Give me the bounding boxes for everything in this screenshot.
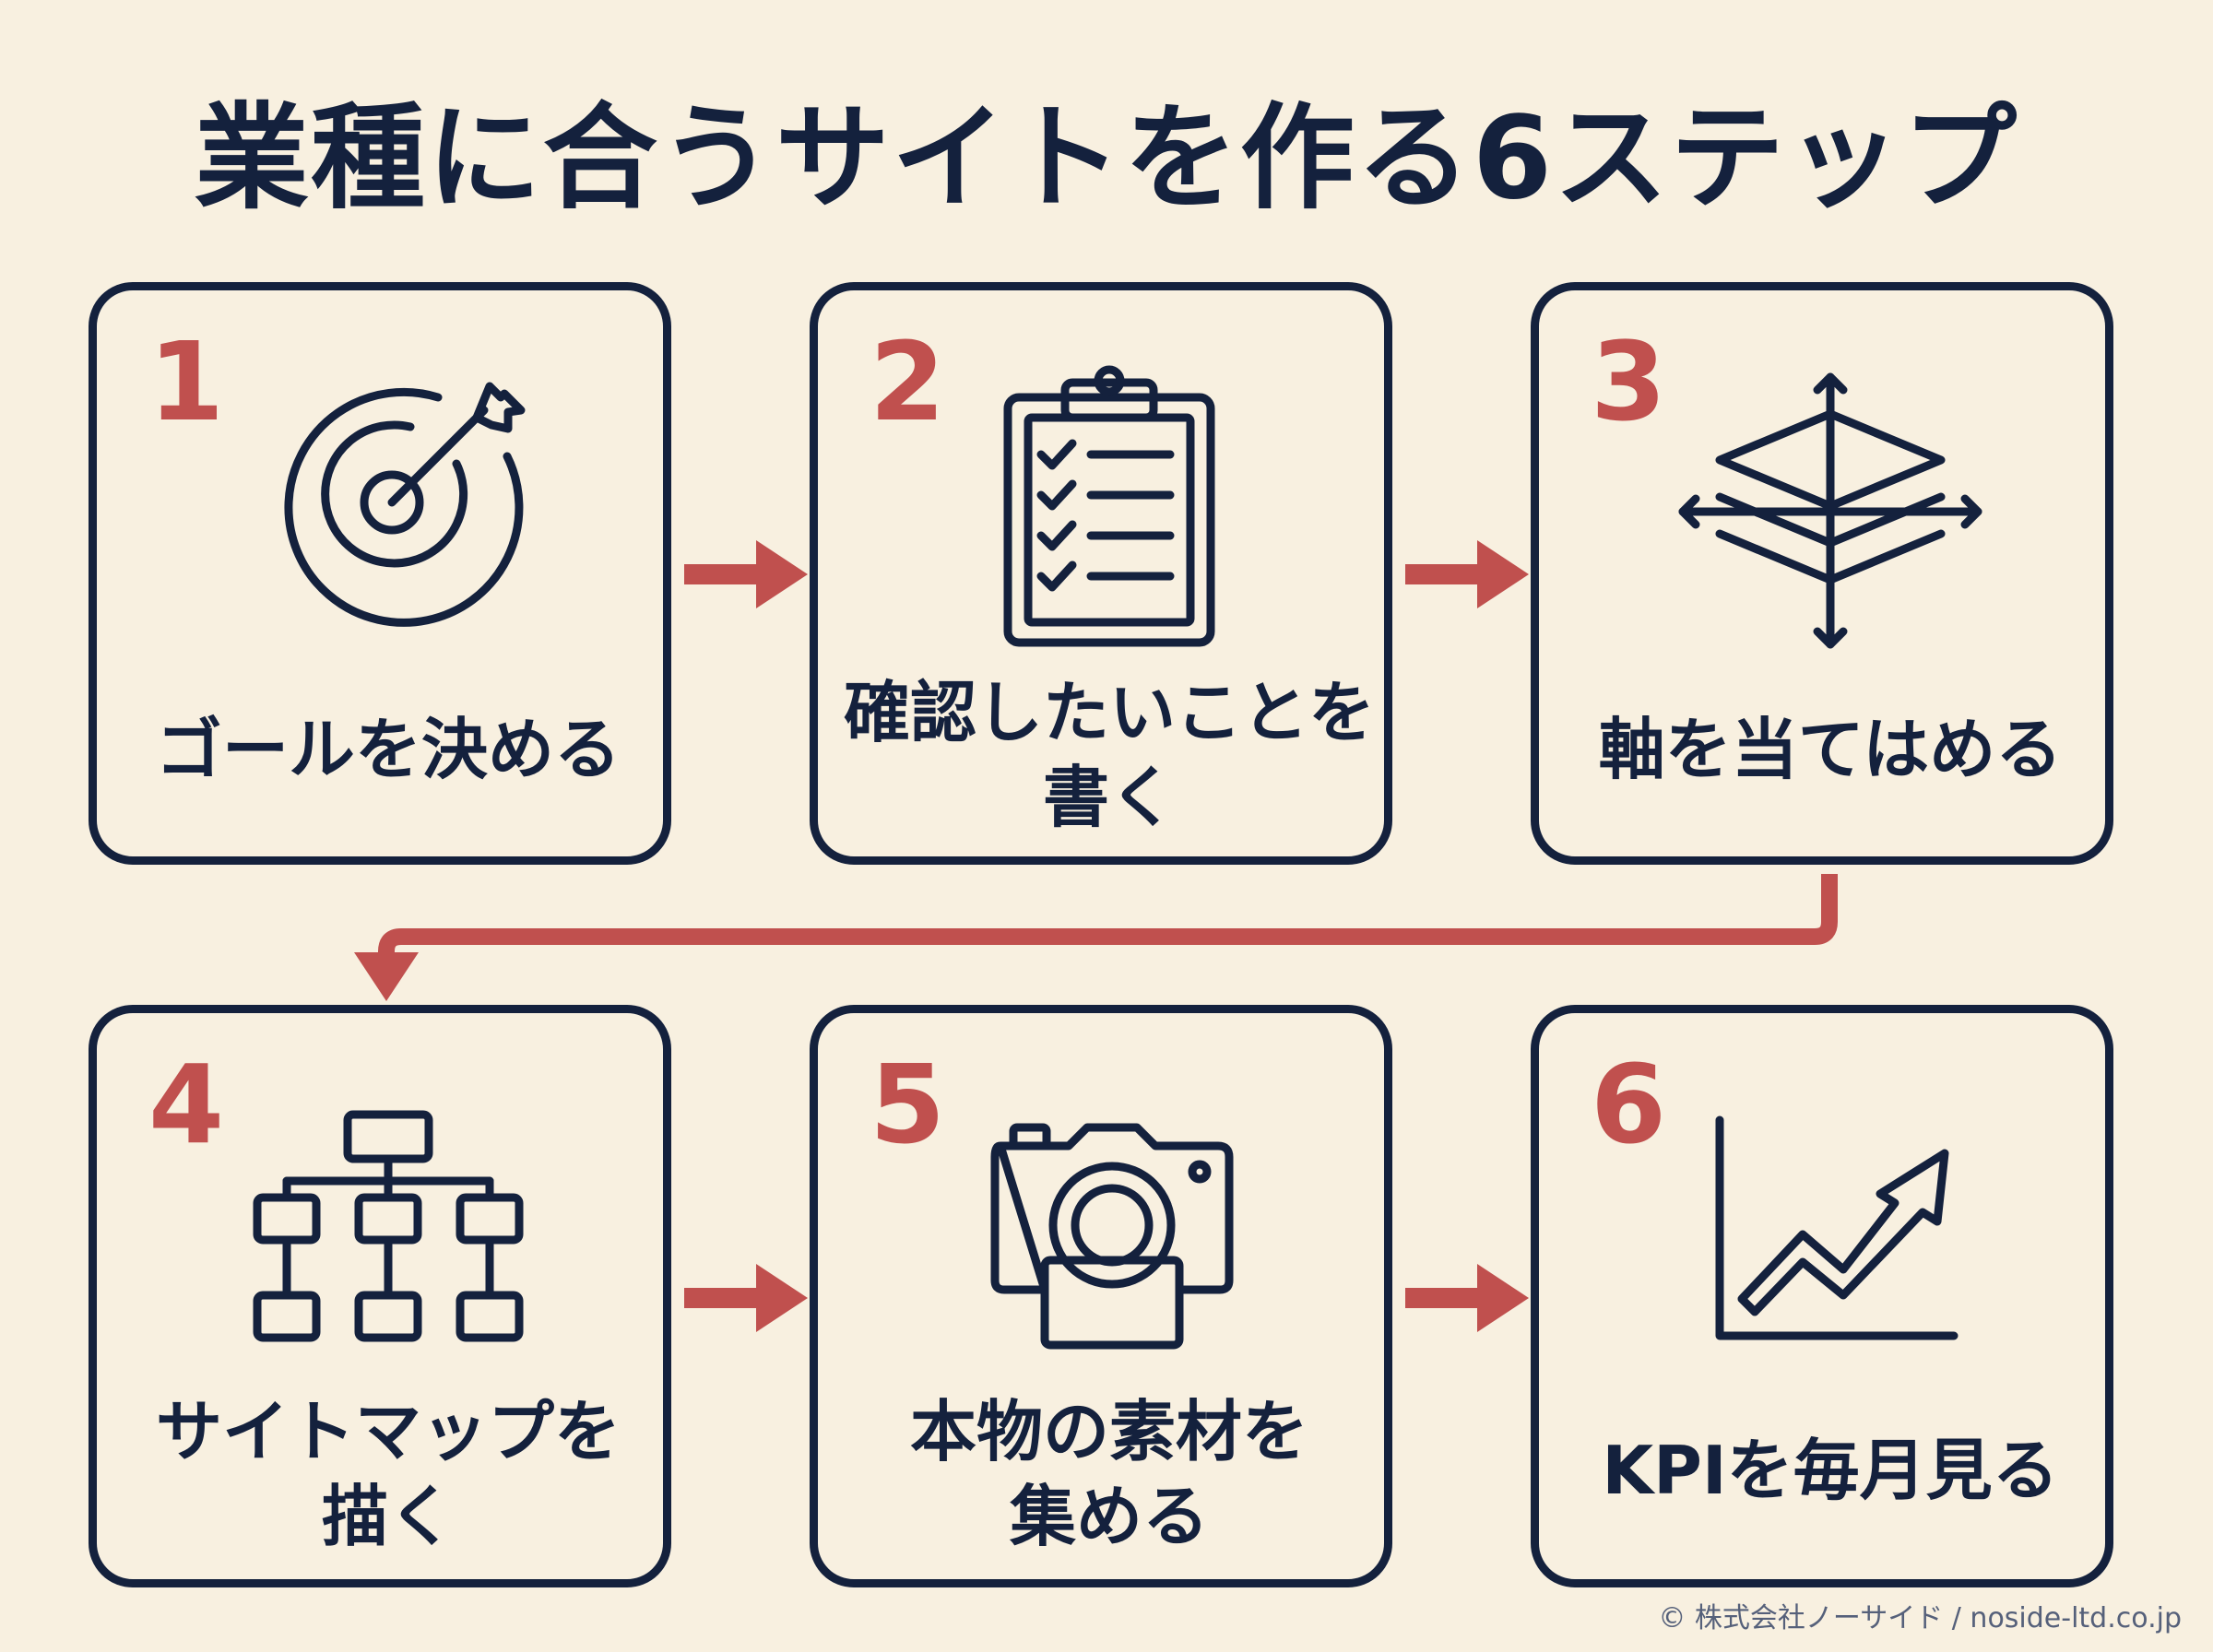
step-number: 4 xyxy=(148,1041,225,1168)
clipboard-checklist-icon xyxy=(1000,364,1218,650)
step-label: KPIを毎月見る xyxy=(1602,1432,2059,1509)
step-number: 3 xyxy=(1591,318,1667,445)
step-label: サイトマップを 描く xyxy=(155,1393,621,1555)
layered-axes-icon xyxy=(1674,368,1987,654)
arrow-step1-to-step2 xyxy=(684,540,808,608)
camera-icon xyxy=(988,1122,1237,1352)
step-card-4: 4 サイトマップを 描く xyxy=(89,1005,671,1587)
step-number: 5 xyxy=(870,1041,946,1168)
step-card-1: 1 ゴールを決める xyxy=(89,282,671,865)
step-number: 2 xyxy=(870,318,946,445)
step-label: 本物の素材を 集める xyxy=(909,1393,1308,1555)
step-card-6: 6 KPIを毎月見る xyxy=(1531,1005,2113,1587)
page-title: 業種に合うサイトを作る6ステップ xyxy=(194,92,2019,225)
arrow-step3-to-step4-head xyxy=(354,952,419,1001)
target-icon xyxy=(263,355,539,631)
step-label: ゴールを決める xyxy=(155,711,621,788)
growth-chart-icon xyxy=(1714,1115,1963,1345)
step-card-2: 2 確認したいことを 書く xyxy=(810,282,1392,865)
step-card-5: 5 本物の素材を 集める xyxy=(810,1005,1392,1587)
copyright-footer: © 株式会社ノーサイド / noside-ltd.co.jp xyxy=(1658,1602,2182,1634)
step-number: 6 xyxy=(1591,1041,1667,1168)
arrow-step3-to-step4-connector xyxy=(378,874,1838,959)
step-card-3: 3 軸を当てはめる xyxy=(1531,282,2113,865)
step-number: 1 xyxy=(148,318,225,445)
arrow-step5-to-step6 xyxy=(1405,1264,1529,1332)
step-label: 軸を当てはめる xyxy=(1598,711,2063,788)
arrow-step2-to-step3 xyxy=(1405,540,1529,608)
arrow-step4-to-step5 xyxy=(684,1264,808,1332)
step-label: 確認したいことを 書く xyxy=(843,674,1375,836)
sitemap-icon xyxy=(252,1109,525,1349)
